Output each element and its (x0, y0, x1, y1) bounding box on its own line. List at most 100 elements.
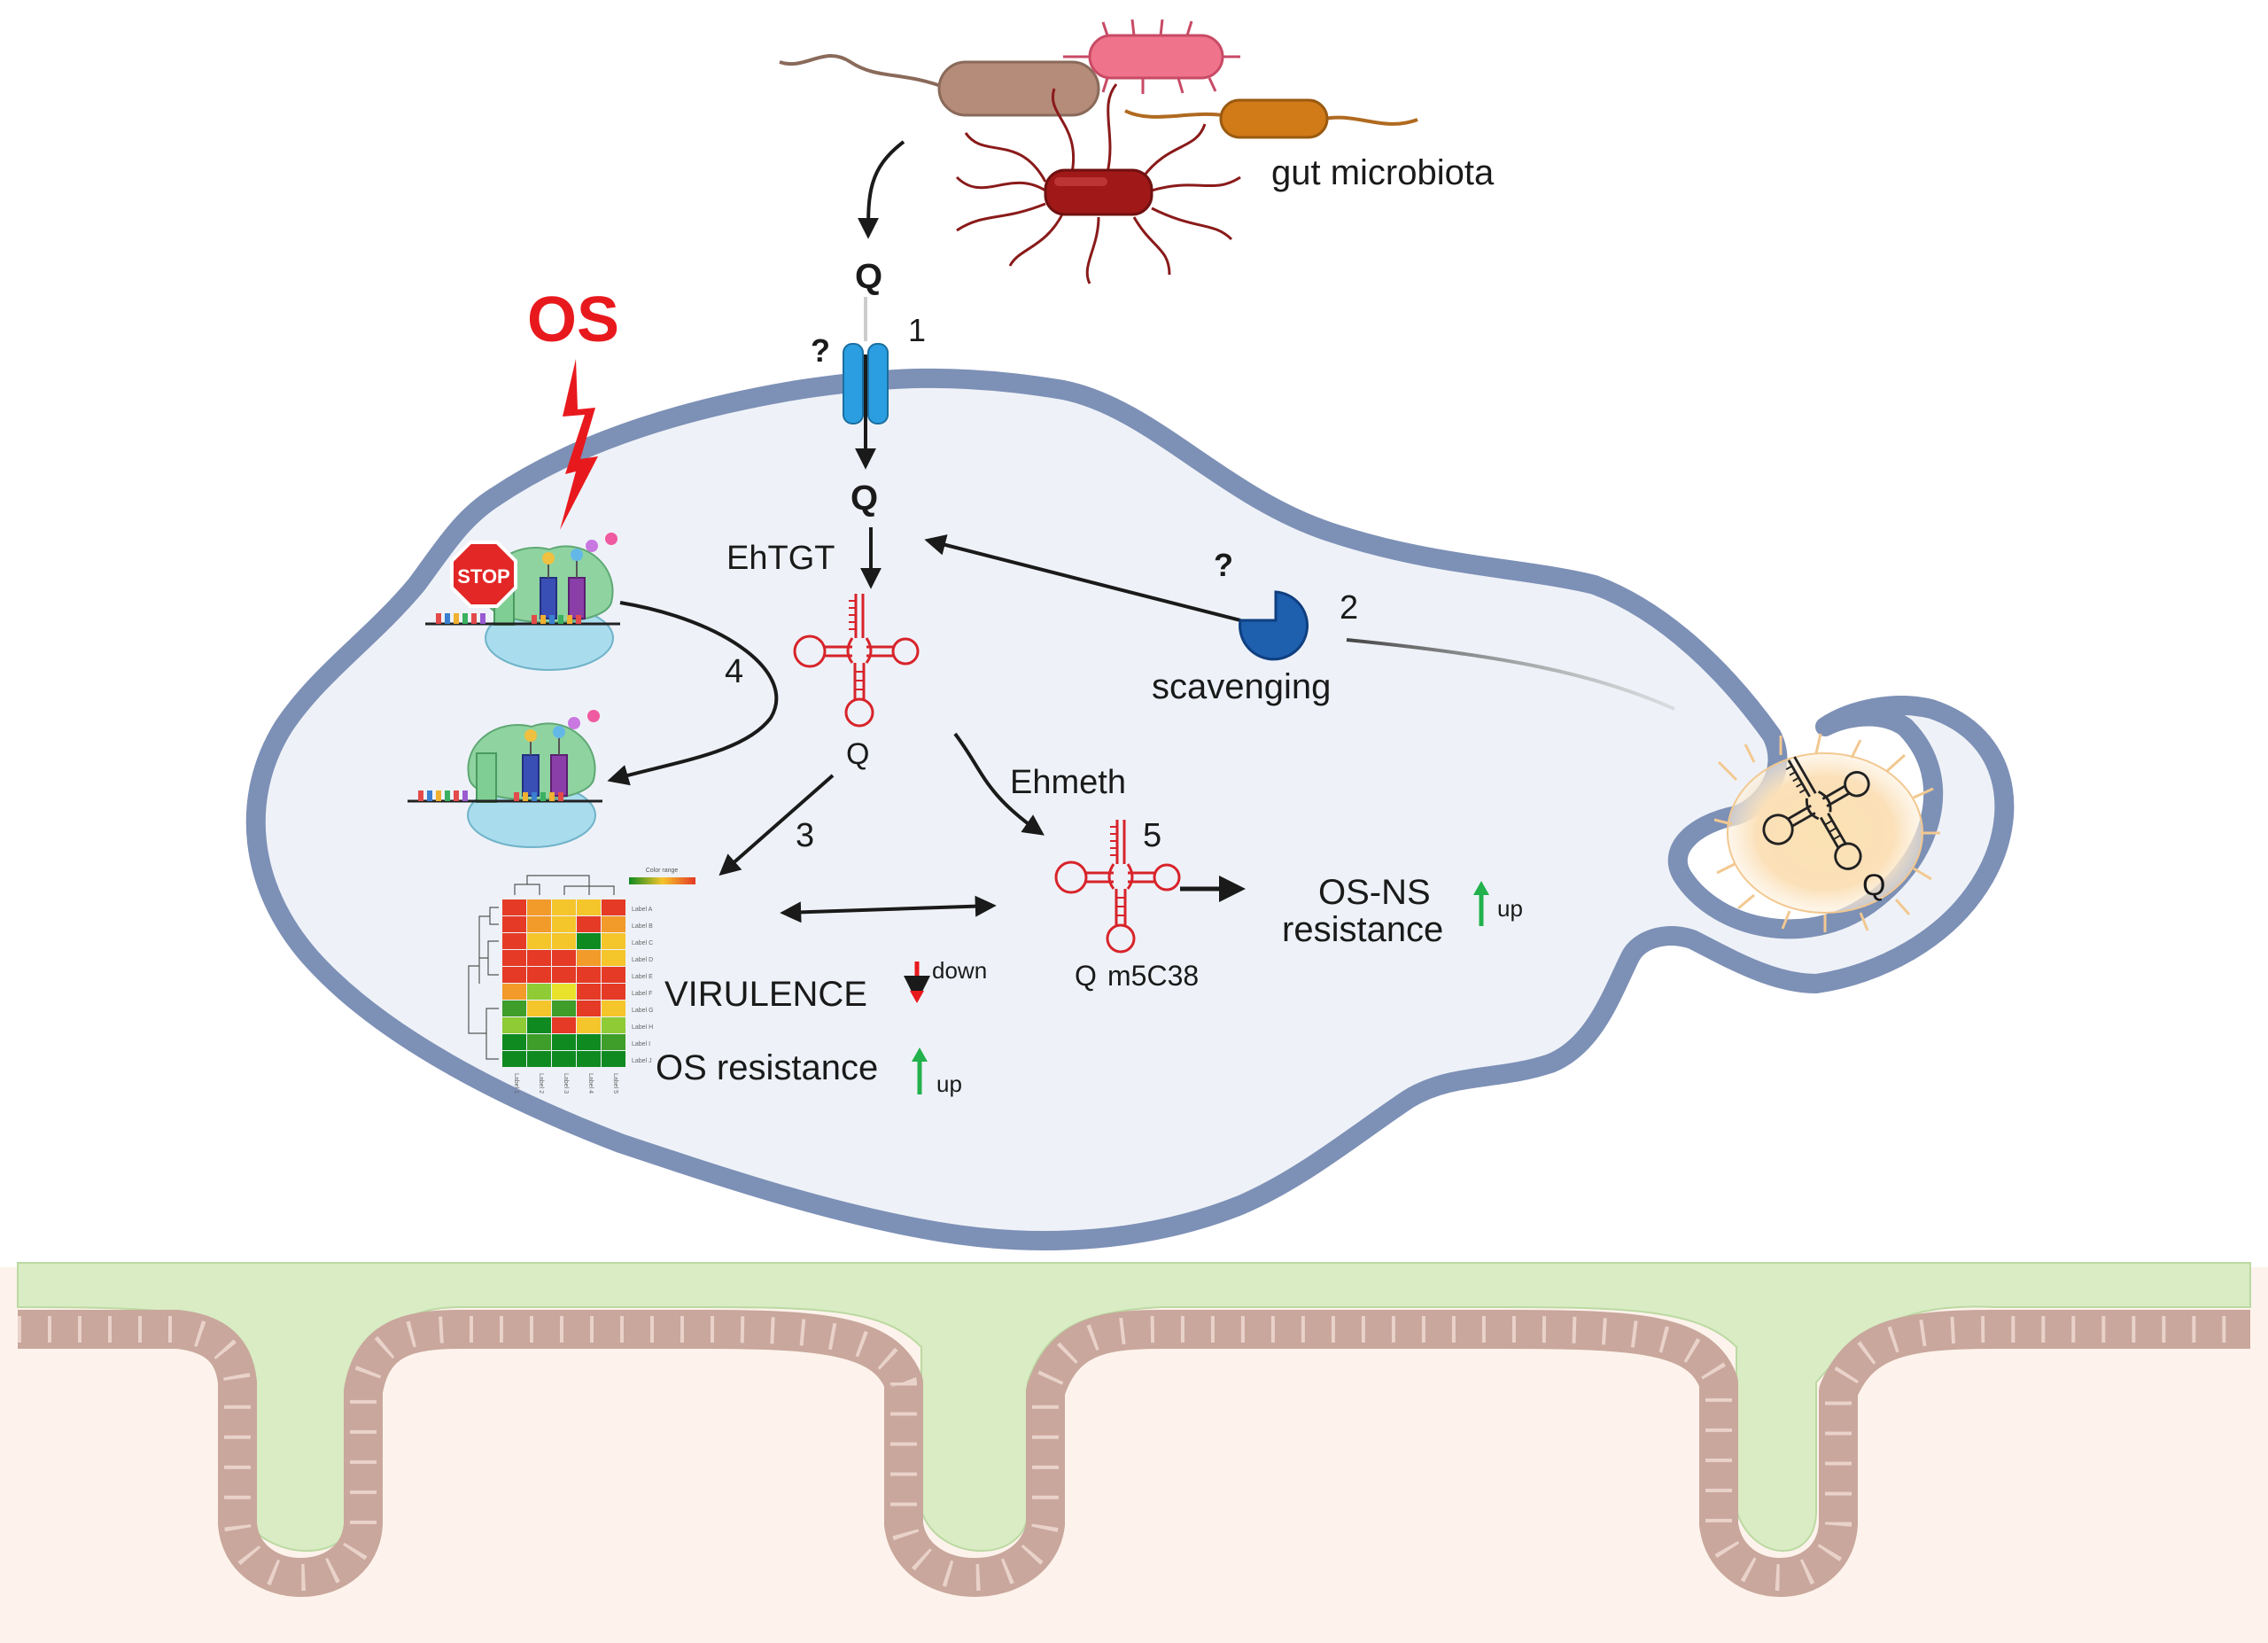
scavenging-arrow (924, 534, 1241, 622)
heatmap-cell (602, 916, 625, 932)
heatmap-cell (527, 984, 551, 1000)
heatmap-cell (602, 899, 625, 915)
heatmap-cell (577, 899, 601, 915)
up-label-1: up (936, 1071, 962, 1097)
heatmap-cell (527, 1001, 551, 1016)
heatmap-cell (502, 1051, 526, 1067)
heatmap-cell (552, 984, 576, 1000)
heatmap-cell (602, 967, 625, 983)
heatmap-cell (527, 899, 551, 915)
heatmap-cell (602, 950, 625, 966)
heatmap-col-label: Label 5 (612, 1073, 618, 1094)
heatmap-cell (552, 950, 576, 966)
up-label-2: up (1497, 895, 1523, 922)
heatmap-cell (527, 1034, 551, 1050)
heatmap-row-label: Label D (632, 957, 653, 963)
heatmap-cell (552, 1001, 576, 1016)
heatmap-cell (527, 1051, 551, 1067)
osns-label-line1: OS-NS (1318, 873, 1431, 912)
q-inside-label: Q (850, 479, 878, 518)
heatmap-cell (602, 984, 625, 1000)
heatmap-cell (502, 933, 526, 949)
heatmap-row-label: Label H (632, 1024, 653, 1031)
heatmap-row-label: Label A (632, 907, 653, 913)
heatmap-cell (577, 950, 601, 966)
mucus-layer (17, 1262, 2251, 1552)
osns-label-line2: resistance (1282, 910, 1443, 949)
lightning-bolt-icon (560, 359, 598, 530)
bacterium-brown (779, 53, 1100, 117)
epithelium-layer (18, 1310, 2250, 1597)
heatmap-row-label: Label F (632, 991, 652, 997)
m5c38-label: m5C38 (1107, 960, 1199, 992)
heatmap-row-label: Label G (632, 1008, 654, 1014)
heatmap-cell (552, 1017, 576, 1033)
heatmap-row-label: Label C (632, 940, 653, 946)
heatmap-cell (527, 933, 551, 949)
bacterium-red (955, 83, 1241, 284)
step-4-label: 4 (725, 653, 743, 690)
heatmap-cell (552, 899, 576, 915)
heatmap-cell (602, 1051, 625, 1067)
heatmap-cell (527, 916, 551, 932)
heatmap-dendrogram (468, 875, 615, 1060)
heatmap-cell (552, 1051, 576, 1067)
heatmap-cell (502, 916, 526, 932)
scavenging-question-mark: ? (1214, 547, 1233, 583)
heatmap-row-label: Label E (632, 974, 653, 980)
amoeba-cell-body (245, 368, 2015, 1250)
heatmap-cell (577, 984, 601, 1000)
heatmap-cell (527, 950, 551, 966)
heatmap-cell (552, 916, 576, 932)
heatmap-cell (527, 1017, 551, 1033)
heatmap-cell (602, 933, 625, 949)
bacterium-orange (1124, 98, 1418, 139)
heatmap-col-label: Label 4 (587, 1073, 594, 1094)
heatmap-cell (552, 1034, 576, 1050)
membrane-transporter (843, 343, 889, 424)
heatmap-cell (577, 933, 601, 949)
gut-microbiota-group: gut microbiota (779, 19, 1495, 284)
heatmap-cell (502, 967, 526, 983)
heatmap-cell (502, 1001, 526, 1016)
bacterium-pink (1063, 19, 1240, 94)
scavenger-protein (1239, 590, 1309, 661)
os-resistance-label: OS resistance (656, 1048, 878, 1087)
q-trna-label: Q (846, 737, 869, 771)
ehmeth-label: Ehmeth (1010, 764, 1126, 801)
ehmeth-arrow (953, 732, 1045, 836)
step-3-label: 3 (796, 817, 814, 854)
heatmap-cell (577, 1034, 601, 1050)
down-label: down (932, 957, 987, 984)
heatmap-color-bar (629, 877, 695, 884)
transporter-question-mark: ? (811, 332, 830, 369)
phagocytosed-bacterium: Q (1713, 729, 1940, 932)
heatmap-trna-link-arrow (780, 895, 997, 923)
step-1-label: 1 (908, 312, 926, 348)
heatmap-row-label: Label I (632, 1041, 650, 1047)
heatmap-cell (577, 1051, 601, 1067)
microbiota-to-q-arrow (858, 140, 905, 239)
heatmap: Label A Label B Label C Label D Label E Label… (468, 875, 654, 1094)
heatmap-cell (602, 1017, 625, 1033)
heatmap-cell (552, 933, 576, 949)
q-trna2-label: Q (1075, 960, 1097, 992)
heatmap-color-range-title: Color range (646, 868, 679, 874)
heatmap-col-label: Label 3 (563, 1073, 569, 1094)
heatmap-cell (577, 916, 601, 932)
heatmap-cell (502, 1017, 526, 1033)
step-2-label: 2 (1340, 589, 1358, 627)
gut-microbiota-label: gut microbiota (1271, 153, 1495, 192)
heatmap-row-label: Label B (632, 923, 653, 930)
step-4-arrow (607, 601, 779, 786)
scavenging-trail (1346, 638, 1675, 711)
step-3-arrow (718, 774, 835, 876)
virulence-label: VIRULENCE (664, 975, 867, 1014)
heatmap-row-label: Label J (632, 1058, 652, 1064)
heatmap-cell (602, 1034, 625, 1050)
heatmap-cell (502, 950, 526, 966)
heatmap-cell (502, 984, 526, 1000)
stop-sign-icon: STOP (450, 541, 517, 608)
heatmap-cell (577, 967, 601, 983)
